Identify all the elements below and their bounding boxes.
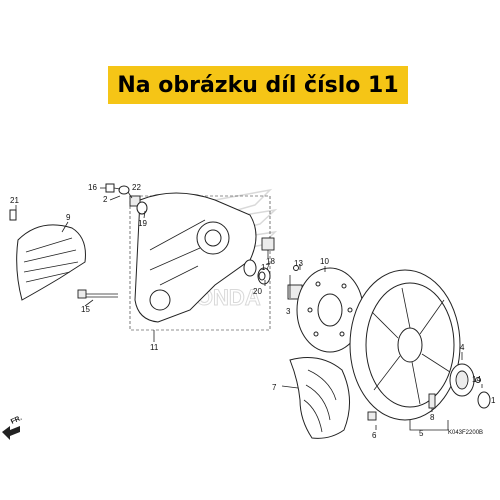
callout-18: 18 — [266, 257, 275, 266]
callout-7: 7 — [272, 383, 277, 392]
swingarm-part-11 — [129, 192, 271, 331]
part-number-banner: Na obrázku díl číslo 11 — [108, 66, 408, 104]
callout-14: 14 — [472, 375, 481, 384]
callout-8: 8 — [430, 413, 435, 422]
small-parts-cluster — [105, 183, 148, 215]
callout-16: 16 — [88, 183, 97, 192]
callout-19: 19 — [138, 219, 147, 228]
wheel-rim-part-5 — [349, 269, 461, 421]
front-direction-indicator: FR. — [2, 415, 23, 440]
callout-22: 22 — [132, 183, 141, 192]
splash-guard-part-9 — [9, 209, 86, 301]
tire-part-7 — [289, 357, 350, 439]
callout-20: 20 — [253, 287, 262, 296]
leader-lines — [15, 187, 483, 431]
screw-6 — [367, 411, 377, 421]
callout-9: 9 — [66, 213, 71, 222]
bearing-set — [243, 237, 303, 300]
callout-13: 13 — [294, 259, 303, 268]
callout-4: 4 — [460, 343, 465, 352]
bolt-15 — [77, 289, 118, 299]
bolt-21 — [9, 209, 17, 221]
callout-1: 1 — [491, 396, 496, 405]
callout-15: 15 — [81, 305, 90, 314]
callout-5: 5 — [419, 429, 424, 438]
brake-disc-part-10 — [296, 267, 364, 353]
diagram-code: K043F2200B — [448, 430, 483, 436]
callout-2: 2 — [103, 195, 108, 204]
front-label: FR. — [10, 415, 23, 426]
right-side-seals — [449, 363, 491, 409]
callout-10: 10 — [320, 257, 329, 266]
callout-17: 17 — [261, 263, 270, 272]
callout-3: 3 — [286, 307, 291, 316]
callout-6: 6 — [372, 431, 377, 440]
callout-11: 11 — [150, 343, 159, 352]
callout-21: 21 — [10, 196, 19, 205]
